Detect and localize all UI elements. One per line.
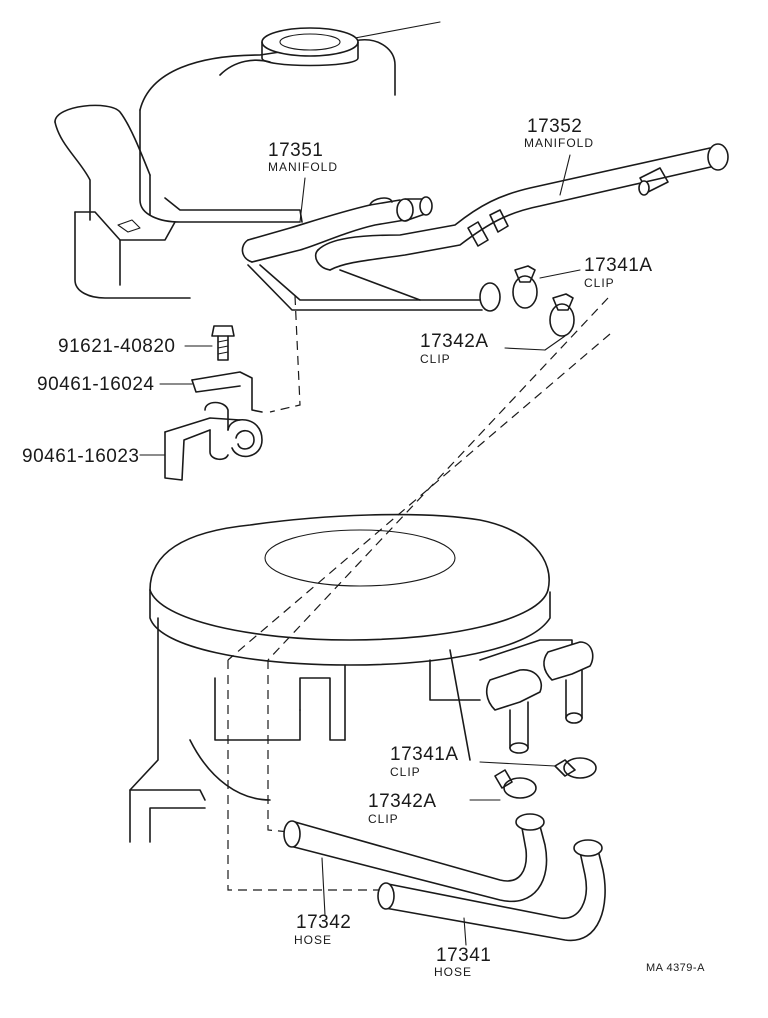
bracket-90461-16024	[191, 371, 263, 431]
label-90461-16023: 90461-16023	[22, 446, 140, 467]
label-17352-name: MANIFOLD	[524, 136, 595, 150]
label-17351-number: 17351	[268, 140, 324, 161]
label-17342a-top-number: 17342A	[420, 331, 489, 352]
label-17341-number: 17341	[436, 945, 492, 966]
label-17341a-bottom-name: CLIP	[390, 765, 421, 779]
bracket-90461-16023	[164, 417, 263, 481]
label-17341a-top-number: 17341A	[584, 255, 653, 276]
label-91621-40820: 91621-40820	[58, 336, 176, 357]
label-17342a-top-name: CLIP	[420, 352, 451, 366]
clip-17341a-bottom	[479, 757, 597, 779]
label-17352-number: 17352	[527, 116, 583, 137]
label-17342a-bottom-number: 17342A	[368, 791, 437, 812]
label-17342a-bottom-name: CLIP	[368, 812, 399, 826]
hose-17341	[377, 839, 606, 946]
manifold-17352	[314, 143, 729, 301]
label-17342-name: HOSE	[294, 933, 333, 947]
label-90461-16024: 90461-16024	[37, 374, 155, 395]
label-17351-name: MANIFOLD	[268, 160, 339, 174]
dashed-guide-lines	[227, 295, 611, 891]
upper-housing	[54, 21, 441, 299]
clip-17342a-bottom	[469, 769, 537, 801]
clip-17341a-top	[512, 265, 581, 309]
leader-lines	[139, 154, 571, 456]
clip-17342a-top	[544, 293, 575, 351]
manifold-17351	[241, 196, 501, 312]
diagram-reference-code: MA 4379-A	[646, 962, 705, 974]
hose-17342	[283, 813, 548, 916]
air-cleaner	[129, 513, 594, 843]
label-17341a-bottom-number: 17341A	[390, 744, 459, 765]
bolt-91621-40820	[211, 325, 235, 361]
label-17342-number: 17342	[296, 912, 352, 933]
label-17341-name: HOSE	[434, 965, 473, 979]
label-17341a-top-name: CLIP	[584, 276, 615, 290]
